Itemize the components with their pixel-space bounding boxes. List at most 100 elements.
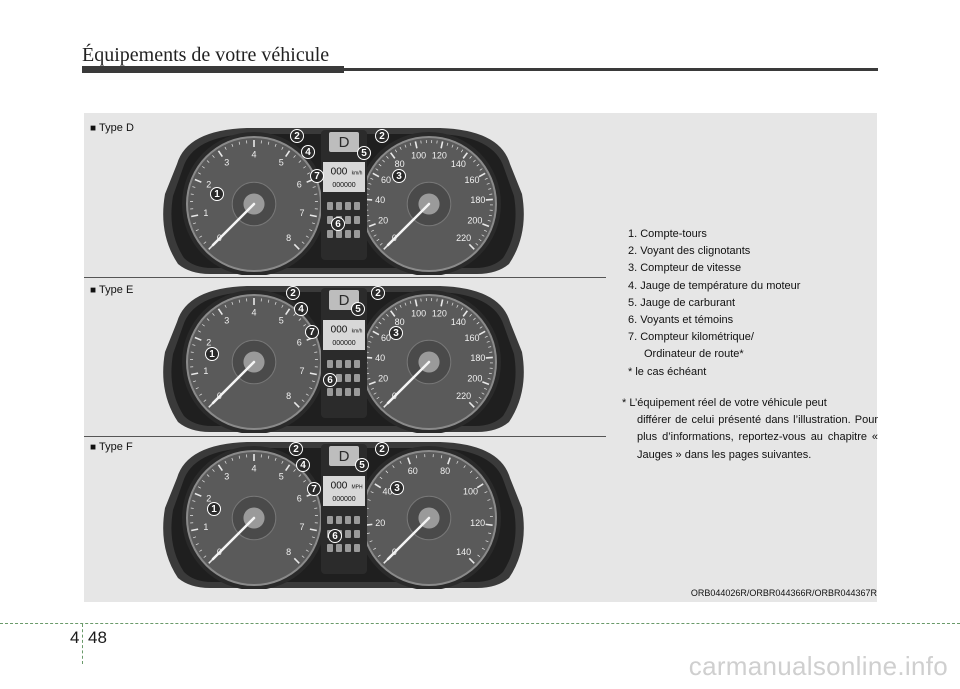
warning-light-icon: [336, 230, 342, 238]
dial-tick-label: 60: [381, 175, 391, 185]
callout-badge-5: 5: [357, 146, 371, 160]
dial-tick: [451, 144, 454, 148]
dial-tick: [487, 378, 491, 380]
legend-item: 2. Voyant des clignotants: [628, 245, 751, 258]
dial-tick: [371, 387, 375, 390]
dial-tick: [392, 465, 395, 469]
callout-badge-4: 4: [301, 145, 315, 159]
lcd-unit: MPH: [351, 484, 363, 490]
dial-tick-label: 6: [297, 494, 302, 504]
dial-tick: [477, 554, 481, 558]
note-rest: différer de celui présenté dans l’illust…: [637, 414, 878, 461]
gear-letter: D: [339, 134, 350, 151]
dial-tick: [382, 159, 385, 163]
chapter-number: 4: [70, 628, 80, 647]
warning-light-icon: [345, 530, 351, 538]
lcd-odometer: 000000: [332, 496, 355, 503]
dial-tick: [367, 220, 371, 222]
dial-tick: [293, 313, 296, 316]
dial-tick: [307, 172, 311, 175]
dial-tick: [370, 335, 374, 338]
dial-tick: [483, 387, 487, 390]
dial-tick: [374, 483, 382, 489]
callout-circle: [207, 502, 221, 516]
dial-tick: [305, 235, 309, 238]
dial-tick: [368, 223, 376, 228]
cluster-svg: 012345678020406080100120140160180200220D…: [163, 286, 524, 433]
dial-tick: [481, 547, 485, 550]
dial-tick: [212, 313, 215, 316]
legend-item: 3. Compteur de vitesse: [628, 262, 742, 275]
dial-tick: [274, 301, 277, 305]
dial-tick: [473, 317, 476, 321]
dial-tick: [197, 172, 201, 175]
callout-circle: [390, 481, 404, 495]
callout-circle: [289, 442, 303, 456]
dial-tick-label: 4: [251, 307, 256, 317]
dial-tick: [469, 314, 472, 317]
dial-tick: [394, 307, 398, 311]
dial-tick-label: 2: [206, 180, 211, 190]
dial-tick: [303, 324, 306, 327]
lcd-screen: [323, 162, 365, 192]
warning-light-icon: [345, 202, 351, 210]
tachometer: 012345678: [182, 132, 326, 275]
dial-tick-label: 20: [378, 373, 388, 383]
dial-tick-label: 1: [203, 208, 208, 218]
dial-tick: [303, 166, 306, 169]
dial-tick: [404, 144, 407, 148]
dial-tick-label: 1: [203, 522, 208, 532]
dial-tick-label: 20: [378, 215, 388, 225]
dial-tick-label: 120: [432, 150, 447, 160]
warning-light-icon: [327, 388, 333, 396]
dial-tick: [199, 549, 203, 552]
dial-tick-label: 5: [279, 158, 284, 168]
dial-tick: [212, 155, 215, 158]
dial-tick-label: 6: [297, 180, 302, 190]
dial-tick-label: 40: [383, 486, 393, 496]
dial-tick-label: 7: [300, 366, 305, 376]
dial-tick: [274, 143, 277, 147]
warning-light-icon: [354, 544, 360, 552]
warning-light-icon: [345, 544, 351, 552]
dial-tick: [312, 186, 316, 188]
dial-tick: [481, 392, 485, 395]
dial-tick: [301, 555, 305, 558]
callout-circle: [392, 169, 406, 183]
dial-tick-label: 220: [456, 391, 471, 401]
callout-badge-4: 4: [294, 302, 308, 316]
dial-tick-label: 7: [300, 522, 305, 532]
dial-tick: [377, 554, 381, 558]
dial-tick: [407, 457, 411, 465]
lcd-odometer: 000000: [332, 182, 355, 189]
callout-circle: [210, 187, 224, 201]
dial-tick: [191, 214, 199, 218]
legend-list: 1. Compte-tours 2. Voyant des clignotant…: [628, 226, 878, 381]
dial-tick: [366, 532, 370, 534]
dial-tick: [192, 500, 196, 502]
dial-tick: [484, 335, 488, 338]
dial-tick-label: 220: [456, 233, 471, 243]
dial-tick: [460, 149, 464, 153]
warning-light-icon: [336, 374, 342, 382]
dial-tick: [193, 536, 197, 539]
separator-1: [84, 277, 606, 278]
dial-tick: [309, 387, 313, 390]
dial-tick-label: 200: [467, 215, 482, 225]
dial-tick: [298, 160, 302, 163]
lcd-speed: 000: [331, 325, 348, 336]
dial-tick-label: 7: [300, 208, 305, 218]
dial-tick: [487, 220, 491, 222]
dial-tick: [399, 304, 402, 308]
callout-badge-7: 7: [305, 325, 319, 339]
callout-number: 6: [332, 531, 338, 542]
warning-light-icon: [336, 544, 342, 552]
dial-tick: [224, 146, 227, 150]
dial-tick: [370, 177, 374, 180]
dial-tick: [298, 318, 302, 321]
dial-tick: [468, 557, 475, 564]
type-e-label: ■Type E: [90, 284, 133, 296]
dial-tick-label: 100: [411, 150, 426, 160]
dial-tick: [375, 168, 379, 171]
warning-light-icon: [327, 544, 333, 552]
